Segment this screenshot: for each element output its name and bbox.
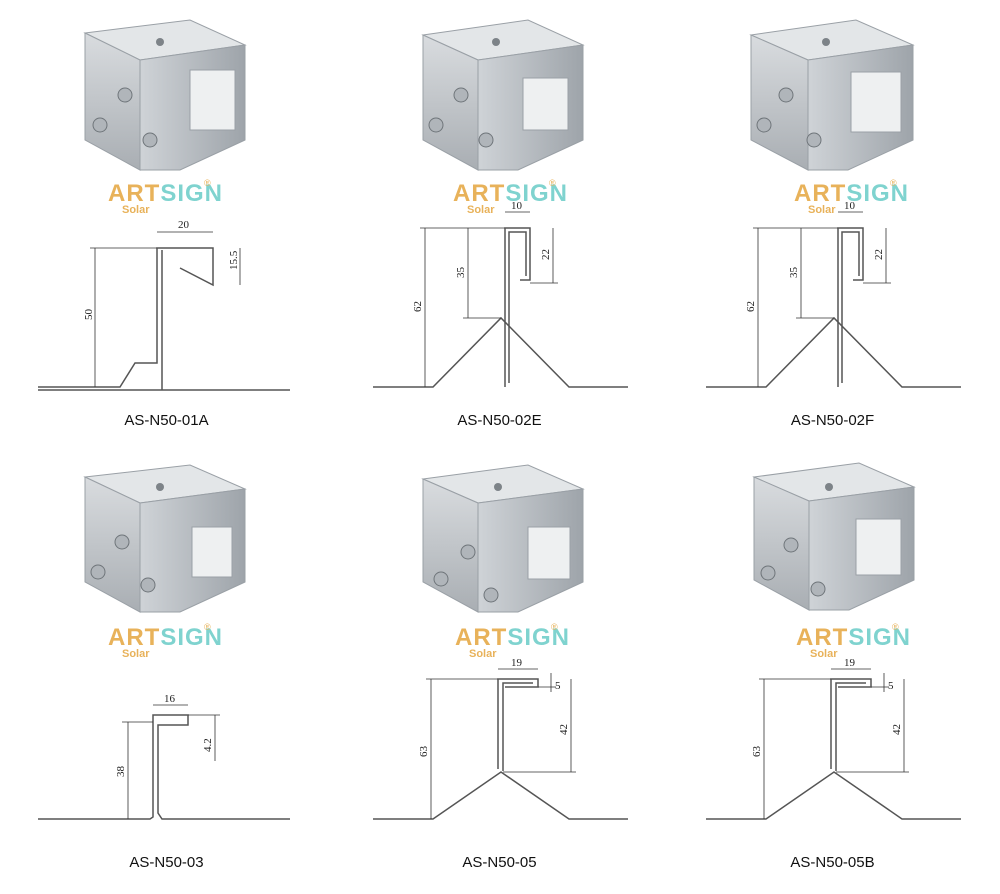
clamp-illustration: 19 63 42 5 — [706, 462, 961, 820]
product-cell-4: 16 38 4.2 ARTSIGN Solar® AS-N50-03 — [0, 447, 333, 894]
clamp-illustration: 10 62 35 22 — [706, 19, 961, 388]
dim-width: 10 — [511, 200, 523, 212]
brand-logo: ARTSIGN Solar® — [453, 178, 569, 216]
clamp-body — [421, 464, 585, 613]
dim-width: 19 — [844, 657, 856, 669]
dim-mid: 42 — [891, 724, 903, 735]
product-code: AS-N50-05B — [790, 854, 875, 871]
brand-logo: ARTSIGN Solar® — [108, 622, 224, 660]
dim-lip: 5 — [888, 680, 894, 692]
dim-total: 63 — [418, 746, 430, 758]
dimension-lines — [420, 211, 558, 387]
product-cell-5: 19 63 42 5 ARTSIGN Solar® AS-N50-05 — [333, 447, 666, 894]
dim-lip: 4.2 — [202, 738, 214, 752]
dim-width: 16 — [164, 693, 176, 705]
profile-drawing — [38, 247, 290, 391]
dim-mid: 42 — [558, 724, 570, 735]
profile-drawing — [373, 678, 628, 820]
dim-lip: 22 — [873, 249, 885, 260]
dim-total: 63 — [751, 746, 763, 758]
dim-lip: 15.5 — [228, 250, 240, 270]
brand-logo: ARTSIGN Solar® — [455, 622, 571, 660]
clamp-illustration: 20 50 15.5 — [38, 19, 290, 391]
dimension-lines — [426, 668, 576, 819]
dim-mid: 35 — [455, 267, 467, 279]
dimension-lines — [759, 668, 909, 819]
profile-drawing — [706, 678, 961, 820]
profile-drawing — [38, 714, 290, 820]
product-code: AS-N50-05 — [462, 854, 537, 871]
dim-total: 62 — [412, 301, 424, 312]
product-cell-1: 20 50 15.5 ARTSIGN Solar® AS-N50-01A — [0, 0, 333, 447]
brand-logo: ARTSIGN Solar® — [108, 178, 224, 216]
dim-lip: 5 — [555, 680, 561, 692]
product-code: AS-N50-02E — [457, 412, 542, 429]
product-code: AS-N50-03 — [129, 854, 204, 871]
clamp-illustration: 16 38 4.2 — [38, 464, 290, 820]
clamp-body — [83, 464, 247, 613]
dim-height: 38 — [115, 766, 127, 778]
dim-width: 20 — [178, 219, 190, 231]
dim-width: 19 — [511, 657, 523, 669]
dim-width: 10 — [844, 200, 856, 212]
clamp-body — [749, 19, 915, 171]
clamp-illustration: 19 63 42 5 — [373, 464, 628, 820]
clamp-body — [421, 19, 585, 171]
clamp-body — [83, 19, 247, 171]
product-cell-6: 19 63 42 5 ARTSIGN Solar® AS-N50-05B — [666, 447, 999, 894]
dimension-lines — [90, 231, 241, 387]
product-cell-3: 10 62 35 22 ARTSIGN Solar® AS-N50-02F — [666, 0, 999, 447]
dim-height: 50 — [83, 309, 95, 321]
product-cell-2: 10 62 35 22 ARTSIGN Solar® AS-N50-02E — [333, 0, 666, 447]
brand-logo: ARTSIGN Solar® — [794, 178, 910, 216]
dimension-lines — [122, 704, 220, 819]
product-code: AS-N50-01A — [124, 412, 209, 429]
clamp-illustration: 10 62 35 22 — [373, 19, 628, 388]
product-code: AS-N50-02F — [790, 412, 875, 429]
dim-total: 62 — [745, 301, 757, 312]
dim-mid: 35 — [788, 267, 800, 279]
dim-lip: 22 — [540, 249, 552, 260]
brand-logo: ARTSIGN Solar® — [796, 622, 912, 660]
dimension-lines — [753, 211, 891, 387]
clamp-body — [752, 462, 916, 611]
